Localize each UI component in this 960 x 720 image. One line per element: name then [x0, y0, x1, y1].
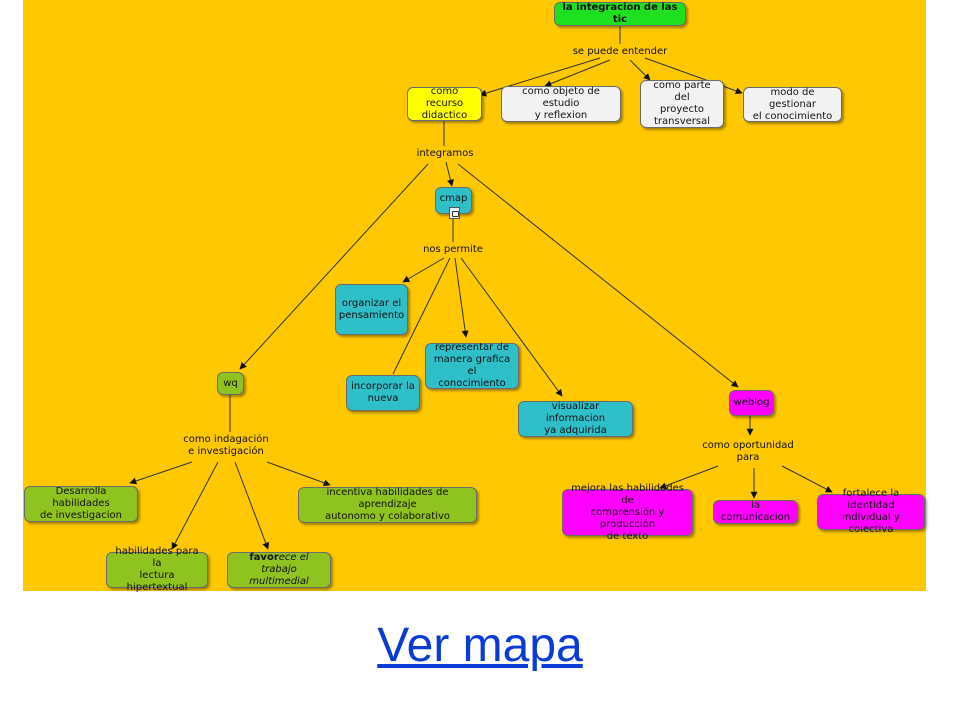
link-integramos: integramos	[416, 148, 474, 159]
node-cmap[interactable]: cmap	[435, 187, 472, 214]
edge	[644, 57, 743, 95]
node-wq[interactable]: wq	[217, 372, 244, 395]
edge	[659, 465, 719, 490]
link-nos-permite: nos permite	[423, 244, 483, 255]
node-recurso-didactico[interactable]: como recurso didactico	[407, 86, 482, 121]
node-fortalece-identidad[interactable]: fortalece la identidad individual y cole…	[817, 488, 925, 535]
edge	[129, 461, 193, 485]
node-objeto-estudio[interactable]: como objeto de estudio y reflexion	[501, 86, 621, 122]
ver-mapa-link[interactable]: Ver mapa	[377, 619, 583, 672]
node-favorece-trabajo[interactable]: favorece el trabajo multimedial	[227, 552, 331, 588]
node-modo-gestionar[interactable]: modo de gestionar el conocimiento	[743, 87, 842, 122]
node-incentiva-habilidades[interactable]: incentiva habilidades de aprendizaje aut…	[298, 487, 477, 523]
favorece-italic-1: ece el trabajo	[261, 552, 309, 575]
edge	[460, 257, 563, 397]
edge	[781, 465, 833, 493]
node-habilidades-lectura[interactable]: habilidades para la lectura hipertextual	[106, 546, 208, 593]
edge	[234, 461, 270, 550]
edge	[171, 461, 219, 550]
edge	[544, 59, 611, 87]
edge	[392, 257, 451, 375]
node-incorporar[interactable]: incorporar la nueva	[346, 375, 420, 411]
node-desarrolla-habilidades[interactable]: Desarrolla habilidades de investigacion	[24, 486, 138, 522]
edge	[445, 161, 454, 187]
favorece-line-1: favorece el trabajo	[232, 552, 326, 576]
node-organizar-pensamiento[interactable]: organizar el pensamiento	[335, 284, 408, 335]
node-weblog[interactable]: weblog	[729, 390, 774, 416]
edge	[266, 461, 331, 487]
edge	[479, 57, 601, 97]
link-se-puede-entender: se puede entender	[572, 46, 668, 57]
node-mejora-habilidades[interactable]: mejora las habilidades de comprensión y …	[562, 483, 693, 542]
favorece-line-2: multimedial	[249, 576, 308, 588]
node-la-comunicacion[interactable]: la comunicacion	[713, 500, 798, 524]
edge	[239, 163, 429, 370]
edge	[629, 59, 651, 81]
edge	[454, 257, 469, 338]
edge	[402, 257, 445, 283]
link-como-oportunidad: como oportunidad para	[702, 440, 794, 463]
node-visualizar[interactable]: visualizar informacion ya adquirida	[518, 401, 633, 437]
node-integracion-tic[interactable]: la integracion de las tic	[554, 2, 686, 26]
edge	[457, 163, 739, 388]
node-parte-proyecto[interactable]: como parte del proyecto transversal	[640, 80, 724, 128]
node-representar[interactable]: representar de manera grafica el conocim…	[425, 342, 519, 389]
link-como-indagacion: como indagación e investigación	[183, 434, 269, 457]
favorece-italic-2: multimedial	[249, 576, 309, 587]
resource-icon[interactable]	[449, 207, 460, 219]
favorece-bold: favor	[249, 552, 279, 563]
